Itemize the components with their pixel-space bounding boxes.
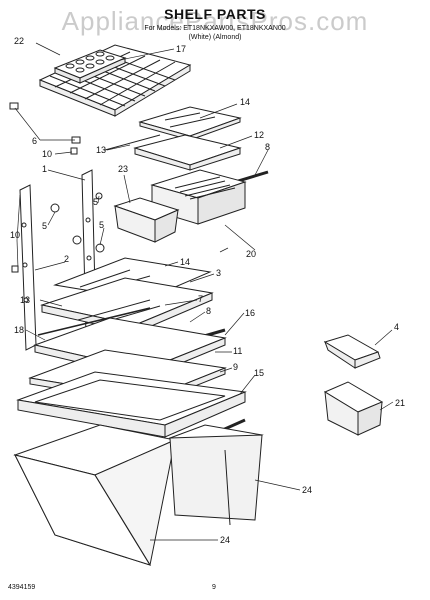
colors-line: (White) (Almond) (188, 34, 242, 41)
egg-tray (53, 49, 127, 84)
callout-17: 17 (176, 44, 186, 54)
callout-18: 18 (14, 325, 24, 335)
callout-12: 12 (254, 130, 264, 140)
glass-shelf-14 (138, 106, 242, 137)
callout-13-mid: 13 (20, 295, 30, 305)
callout-10-top: 10 (42, 149, 52, 159)
callout-24-right: 24 (302, 485, 312, 495)
callout-8-top: 8 (265, 142, 270, 152)
callout-9: 9 (233, 362, 238, 372)
callout-6: 6 (32, 136, 37, 146)
callout-16: 16 (245, 308, 255, 318)
callout-21: 21 (395, 398, 405, 408)
page-title: SHELF PARTS (164, 6, 266, 22)
callout-3: 3 (216, 268, 221, 278)
callout-15: 15 (254, 368, 264, 378)
callout-11: 11 (233, 346, 242, 356)
callout-4: 4 (394, 322, 399, 332)
watermark: AppliancePartsPros.com (61, 6, 369, 36)
callout-24-bottom: 24 (220, 535, 230, 545)
callout-5-right: 5 (99, 220, 104, 230)
callout-20: 20 (246, 249, 256, 259)
page-number: 9 (212, 584, 216, 591)
callout-13-top: 13 (96, 145, 106, 155)
callout-14-top: 14 (240, 97, 250, 107)
callout-5-left: 5 (42, 221, 47, 231)
callout-10-left: 10 (10, 230, 20, 240)
callout-5-upper: 5 (93, 197, 98, 207)
models-line: For Models: ET18NKXAW00, ET18NKXAN00 (144, 25, 286, 32)
callout-22: 22 (14, 36, 24, 46)
callout-14-mid: 14 (180, 257, 190, 267)
callout-2: 2 (64, 254, 69, 264)
callout-7: 7 (198, 294, 203, 304)
callout-8-mid: 8 (206, 306, 211, 316)
callout-1: 1 (42, 164, 47, 174)
callout-23: 23 (118, 164, 128, 174)
part-number-footer: 4394159 (8, 584, 36, 591)
